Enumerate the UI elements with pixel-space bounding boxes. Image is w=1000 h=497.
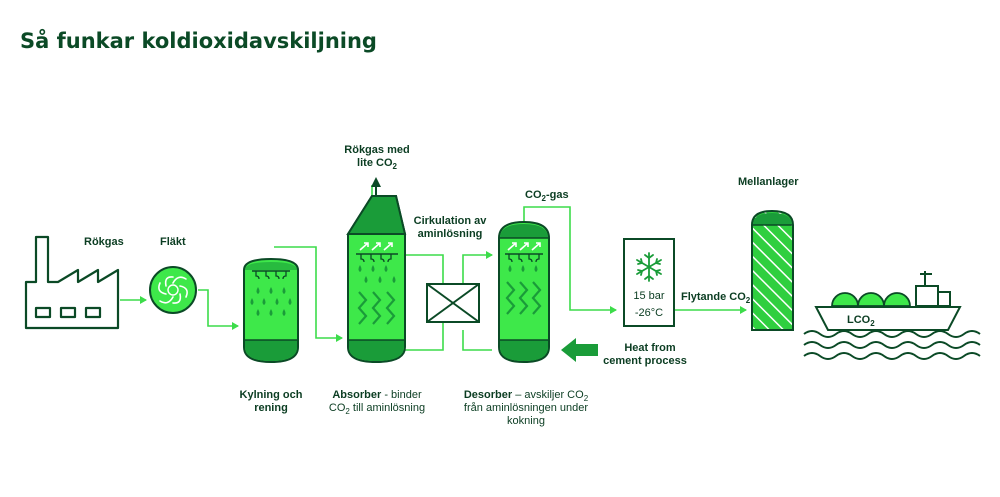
label-desorber-1: Desorber – avskiljer CO2 xyxy=(464,389,589,403)
label-cooling-2: rening xyxy=(254,402,288,414)
label-intermediate-storage: Mellanlager xyxy=(738,176,799,188)
label-absorber-1: Absorber - binder xyxy=(332,389,422,401)
label-liquid-co2: Flytande CO2 xyxy=(681,291,751,305)
label-low-co2-1: Rökgas med xyxy=(344,144,409,156)
label-heat-2: cement process xyxy=(603,355,687,367)
label-low-co2-2: lite CO2 xyxy=(357,157,397,171)
label-flue-gas: Rökgas xyxy=(84,236,124,248)
absorber-column xyxy=(346,177,407,364)
storage-tank xyxy=(751,209,794,331)
label-desorber-2: från aminlösningen under xyxy=(464,402,588,414)
desorber-column xyxy=(498,220,550,364)
label-absorber-2: CO2 till aminlösning xyxy=(329,402,425,416)
label-heat-1: Heat from xyxy=(624,342,676,354)
ship-icon xyxy=(814,271,962,331)
heat-exchanger xyxy=(426,283,480,323)
label-temperature: -26°C xyxy=(635,307,663,319)
liquefaction-unit xyxy=(623,238,675,327)
waves-icon xyxy=(803,330,981,360)
label-circulation-2: aminlösning xyxy=(418,228,483,240)
fan-icon xyxy=(149,266,197,314)
label-co2-gas: CO2-gas xyxy=(525,189,569,203)
label-desorber-3: kokning xyxy=(507,415,545,427)
snowflake-icon xyxy=(636,252,662,282)
page-title: Så funkar koldioxidavskiljning xyxy=(20,28,377,53)
label-circulation-1: Cirkulation av xyxy=(414,215,488,227)
label-cooling-1: Kylning och xyxy=(240,389,303,401)
factory-icon xyxy=(24,235,120,330)
heat-arrow-icon xyxy=(561,338,598,362)
label-fan: Fläkt xyxy=(160,236,186,248)
label-lco2: LCO2 xyxy=(847,314,875,328)
cooling-tank xyxy=(243,257,299,364)
label-pressure: 15 bar xyxy=(633,290,665,302)
